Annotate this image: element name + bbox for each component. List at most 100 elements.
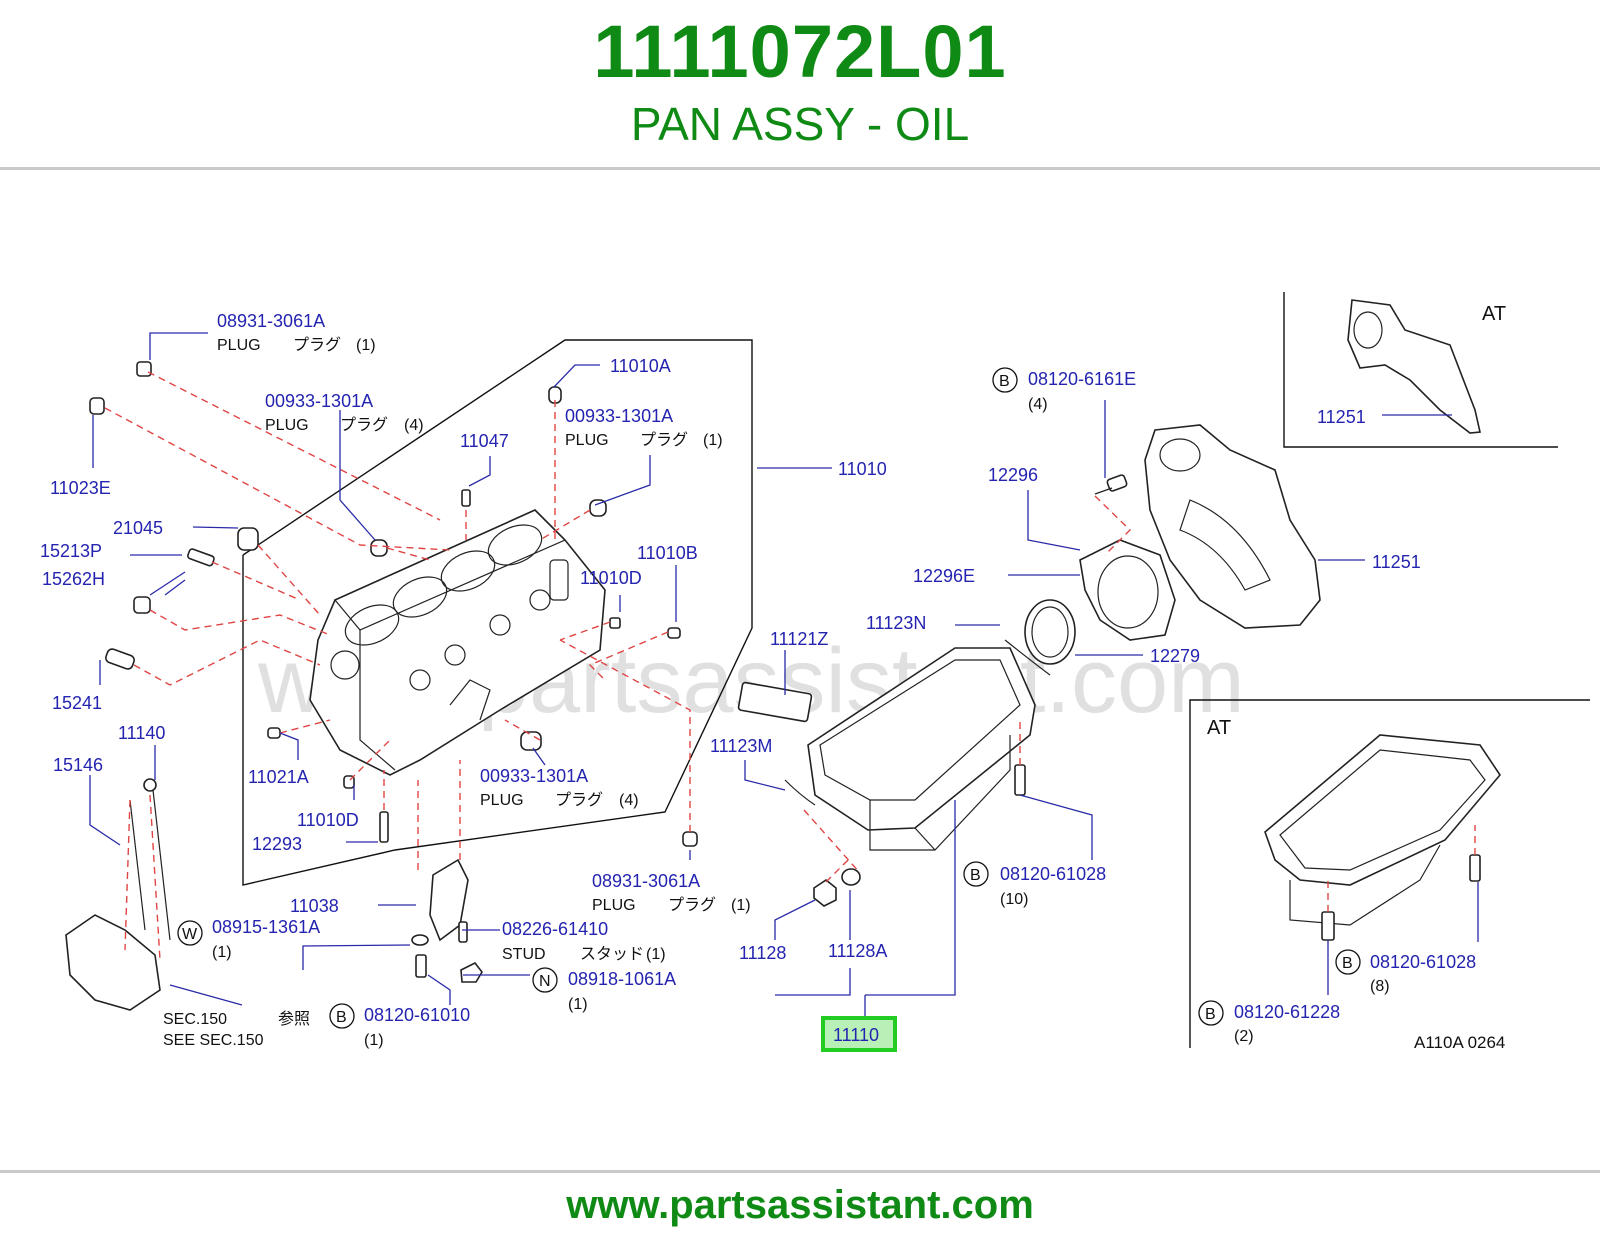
label-11010D-top: 11010D [580,568,642,588]
header-divider [0,167,1600,170]
badge-w: W [182,926,198,943]
rear-plate-drawing [1144,424,1321,629]
label-08931-3061A-top: 08931-3061A [217,311,325,331]
part-labels: 08931-3061A PLUG プラグ (1) 00933-1301A PLU… [40,303,1506,1052]
label-21045: 21045 [113,518,163,538]
label-sec150-line2: SEE SEC.150 [163,1032,264,1049]
label-08918-1061A: 08918-1061A [568,969,676,989]
label-11121Z: 11121Z [770,629,828,649]
label-08120-61228: 08120-61228 [1234,1002,1340,1022]
at-oil-pan-drawing [1264,734,1501,941]
label-11251-main: 11251 [1372,552,1421,572]
header: 1111072L01 PAN ASSY - OIL [0,0,1600,168]
label-qty-5: (1) [731,897,751,914]
label-08120-61028-at-qty: (8) [1370,978,1390,995]
label-11128: 11128 [739,943,786,963]
badge-b-61028-at: B [1342,955,1353,972]
label-at-top: AT [1482,303,1506,325]
oil-pan-dashed-lines [803,720,1021,883]
label-qty-3: (1) [703,432,723,449]
part-number-title: 1111072L01 [593,10,1007,93]
label-plug-desc-1: PLUG [217,337,261,354]
label-08120-61028-qty: (10) [1000,891,1028,908]
footer-url-link[interactable]: www.partsassistant.com [566,1183,1034,1227]
label-11010B: 11010B [637,543,698,563]
label-00933-1301A-right: 00933-1301A [565,406,673,426]
label-plug-desc-3: PLUG [565,432,609,449]
label-11023E: 11023E [50,478,111,498]
label-11140: 11140 [118,723,165,743]
label-plug-desc-2: PLUG [265,417,309,434]
label-12296: 12296 [988,465,1038,485]
label-15241: 15241 [52,693,102,713]
label-11251-at: 11251 [1317,407,1366,427]
label-sec150-line1: SEC.150 [163,1011,227,1028]
rear-dashed-lines [1094,495,1131,556]
badge-b-61028-at-circle [1335,949,1361,975]
badge-b-6161e-circle [992,367,1018,393]
label-12296E: 12296E [913,566,975,586]
badge-w-circle [177,920,203,946]
label-11110[interactable]: 11110 [833,1025,879,1045]
label-plug-jp-1: プラグ [293,335,341,354]
label-11123N: 11123N [866,613,926,633]
highlight-box-11110 [821,1016,897,1052]
label-at-bottom: AT [1207,717,1231,739]
label-12279: 12279 [1150,646,1200,666]
label-11021A: 11021A [248,767,309,787]
at-inset-bottom-frame [1189,699,1590,1048]
cylinder-block-drawing [309,509,606,776]
badge-n-circle [532,967,558,993]
badge-b-61228-circle [1198,1000,1224,1026]
label-stud-desc: STUD [502,946,546,963]
label-08915-1361A-qty: (1) [212,944,232,961]
badge-b-61028: B [970,867,981,884]
label-plug-jp-3: プラグ [640,430,688,449]
label-08120-61010-qty: (1) [364,1032,384,1049]
label-15262H: 15262H [42,569,105,589]
label-15213P: 15213P [40,541,102,561]
label-plug-desc-4: PLUG [480,792,524,809]
label-00933-1301A-bottom: 00933-1301A [480,766,588,786]
footer-divider [0,1170,1600,1173]
badge-n: N [539,973,551,990]
label-08120-6161E-qty: (4) [1028,396,1048,413]
label-08918-1061A-qty: (1) [568,996,588,1013]
badge-b-61228: B [1205,1006,1216,1023]
label-sec150-jp: 参照 [278,1009,310,1028]
rear-seal-retainer-drawing [1024,474,1176,665]
badge-b-61010: B [336,1009,347,1026]
label-11010D-bottom: 11010D [297,810,359,830]
block-small-parts [65,361,698,1011]
label-11047: 11047 [460,431,509,451]
at-converter-plate-drawing [1347,299,1481,434]
label-plug-jp-4: プラグ [555,790,603,809]
engine-block-frame [242,339,753,886]
label-08120-61010: 08120-61010 [364,1005,470,1025]
label-12293: 12293 [252,834,302,854]
label-stud-jp: スタッド [580,944,644,963]
label-stud-qty: (1) [646,946,666,963]
badge-b-6161e: B [999,373,1010,390]
label-08120-61028: 08120-61028 [1000,864,1106,884]
label-08120-6161E: 08120-6161E [1028,369,1136,389]
label-qty-2: (4) [404,417,424,434]
label-08226-61410: 08226-61410 [502,919,608,939]
label-11123M: 11123M [710,736,772,756]
part-name-subtitle: PAN ASSY - OIL [630,98,970,150]
badge-b-61010-circle [329,1003,355,1029]
at-inset-top-frame [1283,292,1558,448]
label-11128A: 11128A [828,941,887,961]
block-dashed-lines [104,371,691,961]
label-15146: 15146 [53,755,103,775]
label-08915-1361A: 08915-1361A [212,917,320,937]
label-00933-1301A-left: 00933-1301A [265,391,373,411]
label-08931-3061A-bottom: 08931-3061A [592,871,700,891]
figure-code: A110A 0264 [1414,1033,1505,1052]
label-11010A: 11010A [610,356,671,376]
label-qty-1: (1) [356,337,376,354]
label-plug-desc-5: PLUG [592,897,636,914]
badge-b-61028-circle [963,861,989,887]
label-plug-jp-2: プラグ [340,415,388,434]
